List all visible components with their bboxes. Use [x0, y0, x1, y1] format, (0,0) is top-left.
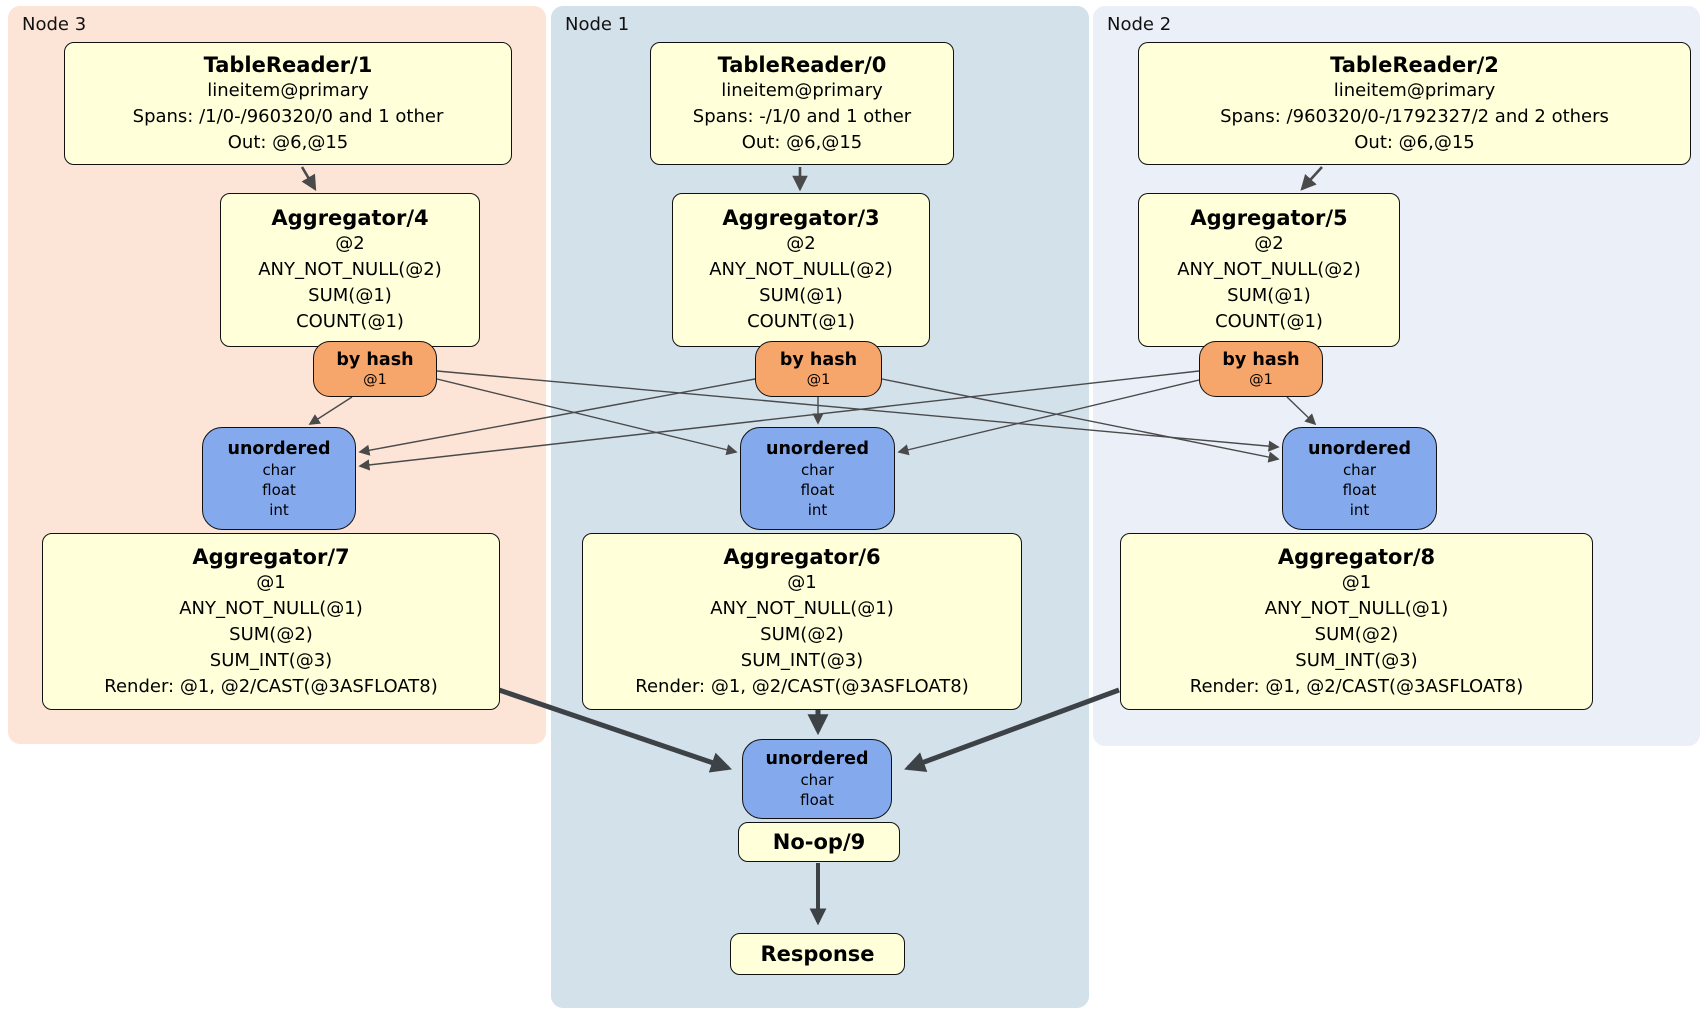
box-title: TableReader/0	[717, 52, 887, 77]
box-line: ANY_NOT_NULL(@1)	[179, 597, 363, 619]
box-line: SUM(@2)	[760, 623, 844, 645]
box-line: @1	[1341, 571, 1372, 593]
box-line: SUM(@1)	[1227, 285, 1311, 306]
box-title: by hash	[779, 350, 858, 370]
box-line: float	[800, 480, 835, 499]
processor-aggregator-8: Aggregator/8 @1 ANY_NOT_NULL(@1) SUM(@2)…	[1120, 533, 1593, 710]
box-line: Render: @1, @2/CAST(@3ASFLOAT8)	[635, 675, 969, 697]
processor-aggregator-5: Aggregator/5 @2 ANY_NOT_NULL(@2) SUM(@1)…	[1138, 193, 1400, 347]
region-node1-label: Node 1	[565, 14, 630, 35]
box-title: No-op/9	[772, 830, 866, 854]
box-title: TableReader/2	[1330, 52, 1499, 77]
processor-tablereader-0: TableReader/0 lineitem@primary Spans: -/…	[650, 42, 954, 165]
box-line: SUM_INT(@3)	[1295, 649, 1418, 671]
box-title: unordered	[1308, 438, 1411, 459]
sync-unordered-final: unordered char float	[742, 739, 892, 819]
box-line: COUNT(@1)	[1215, 311, 1323, 332]
box-line: ANY_NOT_NULL(@1)	[710, 597, 894, 619]
box-title: by hash	[336, 350, 414, 370]
box-line: SUM_INT(@3)	[740, 649, 864, 671]
box-line: Out: @6,@15	[741, 131, 863, 153]
processor-aggregator-6: Aggregator/6 @1 ANY_NOT_NULL(@1) SUM(@2)…	[582, 533, 1022, 710]
box-title: Response	[760, 942, 875, 966]
router-by-hash-node1: by hash @1	[755, 341, 882, 397]
box-title: TableReader/1	[203, 52, 373, 77]
box-line: Render: @1, @2/CAST(@3ASFLOAT8)	[104, 675, 438, 697]
router-by-hash-node2: by hash @1	[1199, 341, 1323, 397]
box-line: ANY_NOT_NULL(@1)	[1264, 597, 1449, 619]
box-line: @2	[786, 233, 816, 254]
box-title: by hash	[1222, 350, 1300, 370]
box-line: ANY_NOT_NULL(@2)	[258, 259, 442, 280]
box-line: int	[269, 500, 289, 519]
box-line: SUM(@1)	[759, 285, 843, 306]
processor-tablereader-2: TableReader/2 lineitem@primary Spans: /9…	[1138, 42, 1691, 165]
box-line: Render: @1, @2/CAST(@3ASFLOAT8)	[1189, 675, 1524, 697]
box-line: float	[800, 791, 834, 809]
box-line: SUM(@1)	[308, 285, 392, 306]
box-title: Aggregator/8	[1277, 544, 1436, 569]
box-title: Aggregator/4	[271, 206, 429, 230]
box-line: char	[800, 771, 834, 789]
box-line: Spans: -/1/0 and 1 other	[692, 105, 912, 127]
box-line: char	[262, 460, 296, 479]
box-line: Out: @6,@15	[1354, 131, 1475, 153]
box-line: @2	[335, 233, 365, 254]
box-title: Aggregator/5	[1190, 206, 1348, 230]
box-line: Spans: /960320/0-/1792327/2 and 2 others	[1220, 105, 1609, 127]
region-node2-label: Node 2	[1107, 14, 1172, 35]
box-line: float	[1342, 480, 1377, 499]
box-line: ANY_NOT_NULL(@2)	[709, 259, 893, 280]
box-line: ANY_NOT_NULL(@2)	[1177, 259, 1361, 280]
box-line: COUNT(@1)	[747, 311, 855, 332]
box-line: SUM_INT(@3)	[209, 649, 333, 671]
box-line: lineitem@primary	[721, 79, 883, 101]
region-node3-label: Node 3	[22, 14, 87, 35]
box-line: Out: @6,@15	[227, 131, 349, 153]
sync-unordered-node1: unordered char float int	[740, 427, 895, 530]
box-line: char	[1342, 460, 1377, 479]
box-line: @1	[806, 372, 831, 388]
box-line: Spans: /1/0-/960320/0 and 1 other	[132, 105, 444, 127]
box-line: float	[262, 480, 296, 499]
sync-unordered-node2: unordered char float int	[1282, 427, 1437, 530]
box-line: COUNT(@1)	[296, 311, 404, 332]
box-line: int	[1349, 500, 1370, 519]
box-line: SUM(@2)	[1314, 623, 1399, 645]
box-line: @1	[363, 372, 387, 388]
box-line: @1	[1249, 372, 1273, 388]
box-title: Aggregator/6	[723, 544, 881, 569]
box-line: @1	[256, 571, 286, 593]
box-line: lineitem@primary	[1333, 79, 1496, 101]
box-line: int	[807, 500, 828, 519]
processor-aggregator-4: Aggregator/4 @2 ANY_NOT_NULL(@2) SUM(@1)…	[220, 193, 480, 347]
box-line: lineitem@primary	[207, 79, 369, 101]
sync-unordered-node3: unordered char float int	[202, 427, 356, 530]
box-title: unordered	[765, 749, 869, 769]
processor-aggregator-3: Aggregator/3 @2 ANY_NOT_NULL(@2) SUM(@1)…	[672, 193, 930, 347]
box-line: SUM(@2)	[229, 623, 313, 645]
processor-tablereader-1: TableReader/1 lineitem@primary Spans: /1…	[64, 42, 512, 165]
box-title: Aggregator/3	[722, 206, 880, 230]
box-title: Aggregator/7	[192, 544, 350, 569]
box-title: unordered	[227, 438, 331, 459]
processor-response: Response	[730, 933, 905, 975]
box-line: @2	[1254, 233, 1284, 254]
processor-aggregator-7: Aggregator/7 @1 ANY_NOT_NULL(@1) SUM(@2)…	[42, 533, 500, 710]
box-line: @1	[787, 571, 817, 593]
box-line: char	[800, 460, 835, 479]
processor-noop-9: No-op/9	[738, 822, 900, 862]
box-title: unordered	[766, 438, 869, 459]
router-by-hash-node3: by hash @1	[313, 341, 437, 397]
